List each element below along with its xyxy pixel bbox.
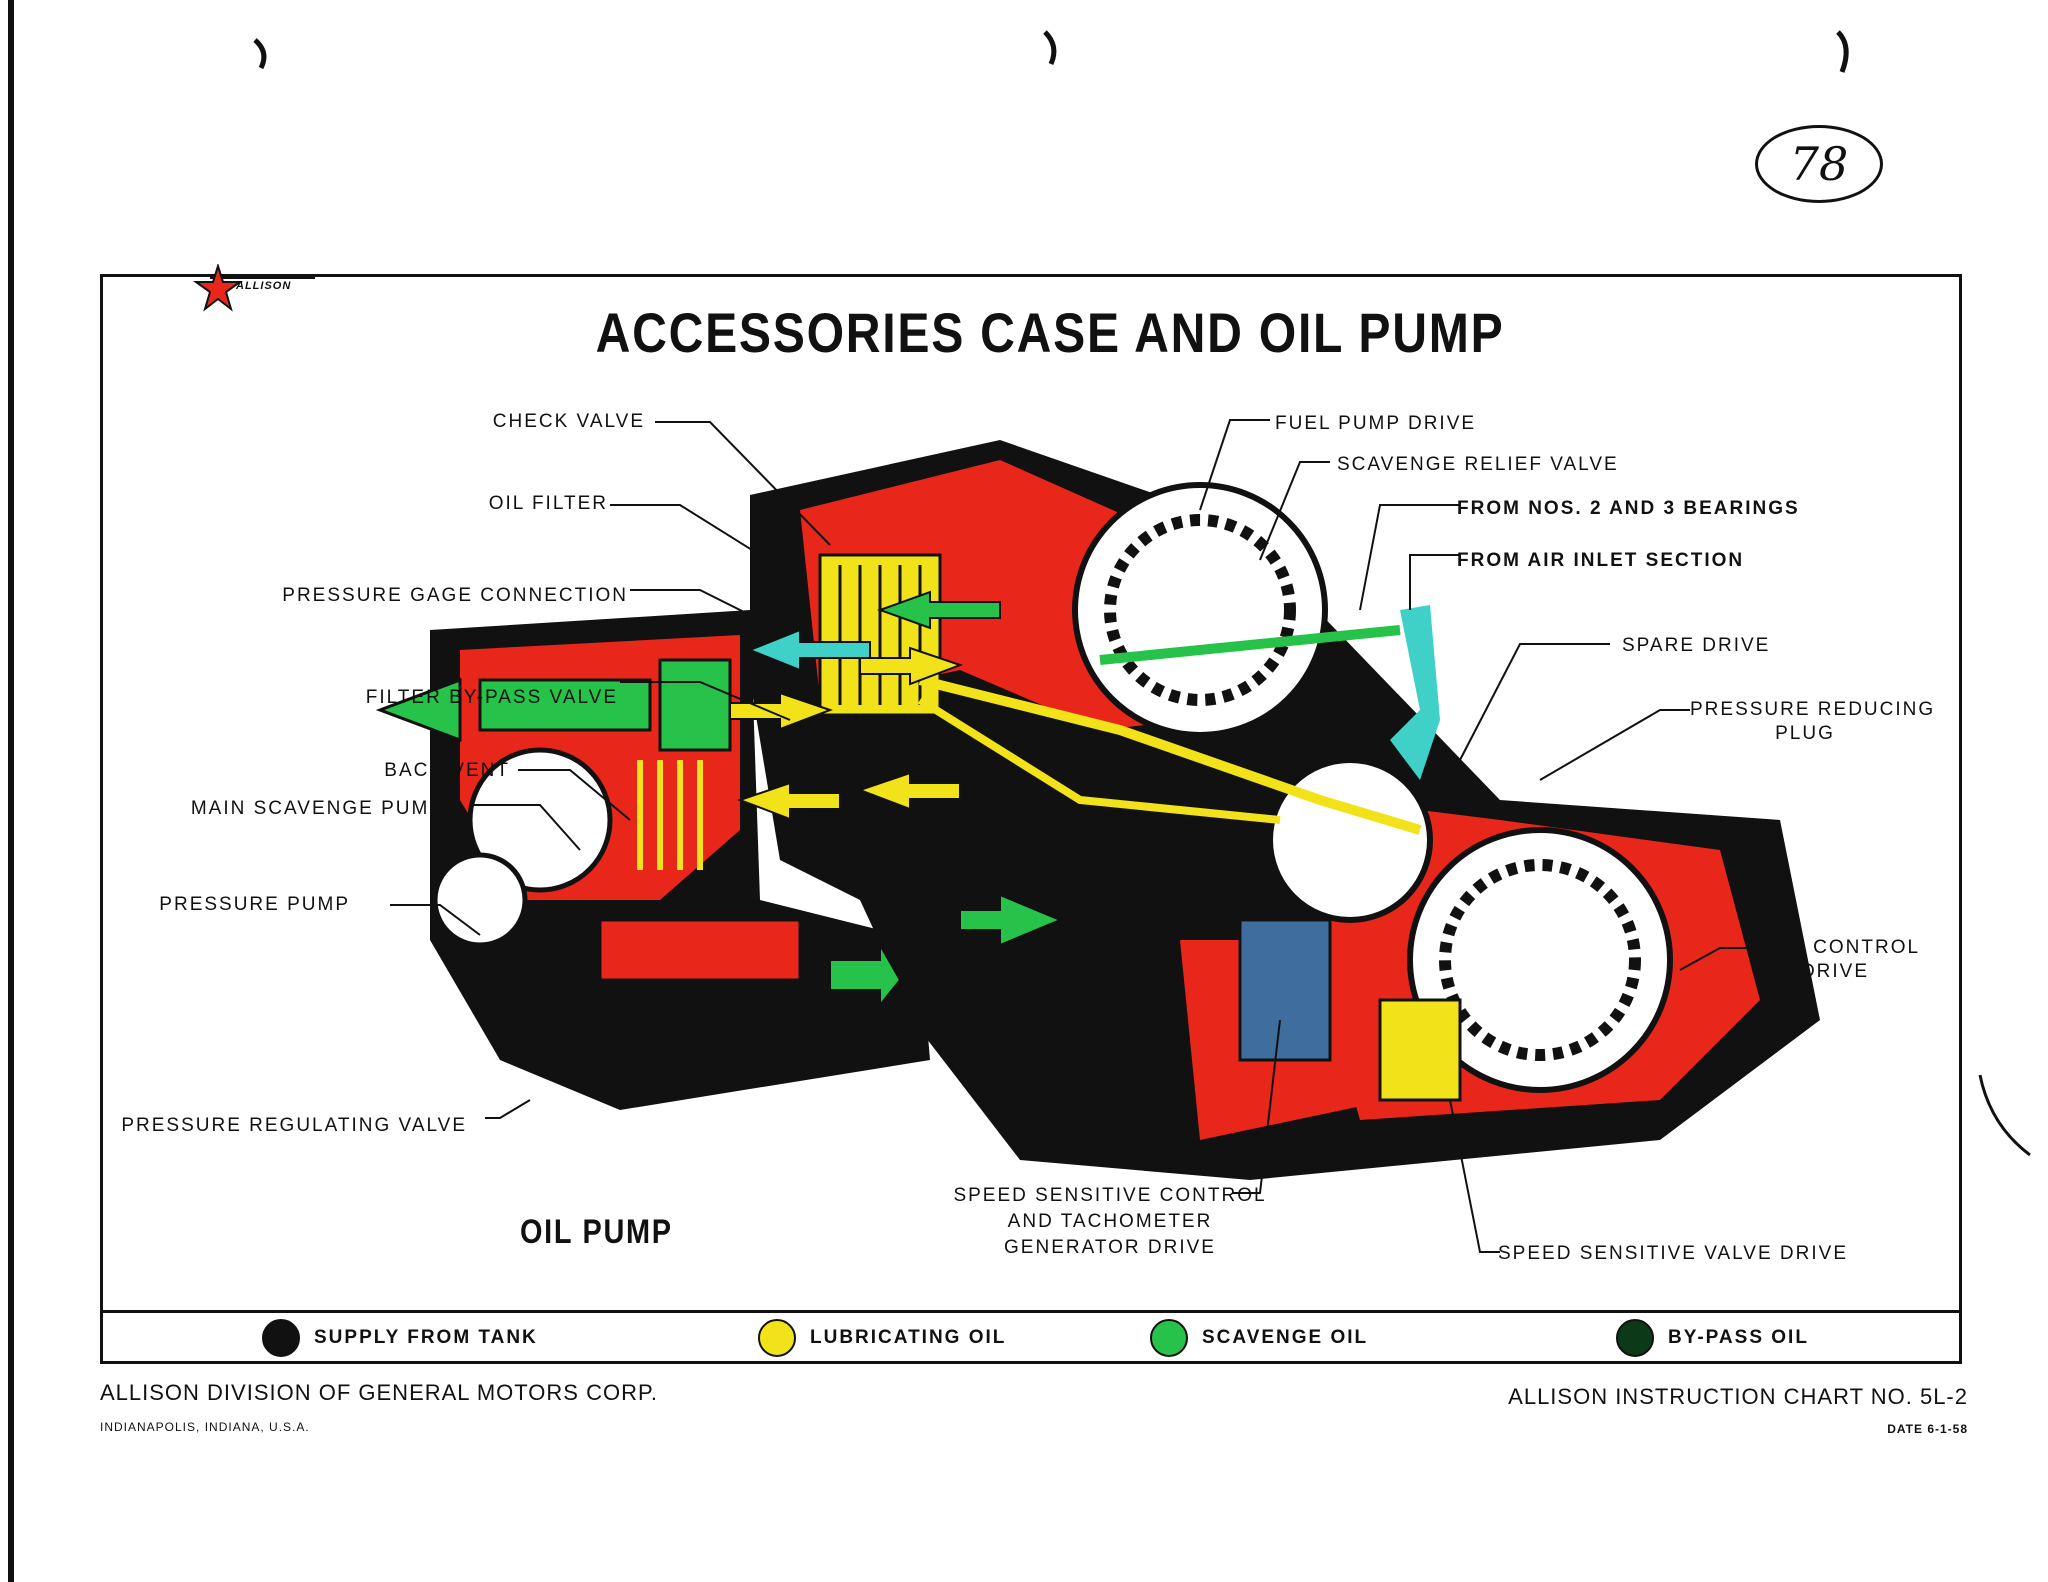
label-from-bearings: FROM NOS. 2 AND 3 BEARINGS	[1457, 498, 1800, 519]
leader-lines	[390, 419, 1750, 1253]
label-and-tachometer: AND TACHOMETER	[1007, 1211, 1213, 1232]
legend-item-bypass: BY-PASS OIL	[1616, 1318, 1809, 1358]
arrow-cyan	[747, 628, 871, 672]
engine-illustration	[375, 419, 1820, 1253]
binder-mark-2	[1043, 30, 1057, 66]
label-drive: DRIVE	[1800, 961, 1870, 982]
label-pressure-regulating-valve: PRESSURE REGULATING VALVE	[121, 1115, 467, 1136]
arrow-scavenge-1	[877, 590, 1001, 630]
binder-mark-3	[1836, 30, 1849, 73]
page-number: 78	[1755, 125, 1883, 203]
page-edge	[8, 0, 14, 1582]
label-pressure-reducing: PRESSURE REDUCING	[1690, 699, 1936, 720]
legend-swatch-lubricating	[758, 1319, 796, 1357]
label-pressure-gage-connection: PRESSURE GAGE CONNECTION	[282, 585, 628, 606]
footer-chart-no: ALLISON INSTRUCTION CHART NO. 5L-2	[1508, 1384, 1968, 1409]
label-main-scavenge-pump: MAIN SCAVENGE PUMP	[190, 798, 444, 819]
label-fuel-pump-drive: FUEL PUMP DRIVE	[1275, 413, 1477, 434]
label-back-vent: BACK VENT	[384, 760, 510, 781]
arrow-lube-4	[857, 771, 961, 811]
oil-pump-title: OIL PUMP	[520, 1213, 673, 1251]
footer-company: ALLISON DIVISION OF GENERAL MOTORS CORP.	[100, 1380, 658, 1405]
arrow-lube-1	[859, 646, 963, 686]
logo-text: ALLISON	[236, 280, 292, 292]
label-filter-by-pass-valve: FILTER BY-PASS VALVE	[365, 687, 618, 708]
accessories-case	[750, 440, 1820, 1180]
edge-mark	[1978, 1074, 2031, 1157]
allison-star-logo-icon	[192, 262, 315, 312]
arrow-lube-2	[729, 691, 833, 731]
label-pressure-pump: PRESSURE PUMP	[159, 894, 350, 915]
binder-mark-1	[253, 38, 267, 70]
label-speed-sensitive-control: SPEED SENSITIVE CONTROL	[953, 1185, 1267, 1206]
legend-item-scavenge: SCAVENGE OIL	[1150, 1318, 1368, 1358]
chart-title: ACCESSORIES CASE AND OIL PUMP	[595, 301, 1505, 364]
legend-swatch-bypass	[1616, 1319, 1654, 1357]
label-check-valve: CHECK VALVE	[492, 411, 645, 432]
oil-pump-body	[375, 610, 930, 1110]
label-from-air-inlet: FROM AIR INLET SECTION	[1457, 550, 1745, 571]
label-spare-drive: SPARE DRIVE	[1622, 635, 1771, 656]
label-fuel-control: FUEL CONTROL	[1750, 937, 1921, 958]
arrow-scavenge-2	[829, 941, 902, 1008]
label-plug: PLUG	[1775, 723, 1835, 744]
binder-marks	[253, 30, 1849, 73]
arrow-scavenge-3	[959, 893, 1063, 947]
legend-swatch-supply	[262, 1319, 300, 1357]
label-generator-drive: GENERATOR DRIVE	[1004, 1237, 1216, 1258]
legend-label-bypass: BY-PASS OIL	[1668, 1327, 1809, 1348]
footer-date: DATE 6-1-58	[1887, 1422, 1968, 1436]
label-oil-filter: OIL FILTER	[488, 493, 608, 514]
legend-item-lubricating: LUBRICATING OIL	[758, 1318, 1006, 1358]
legend-item-supply: SUPPLY FROM TANK	[262, 1318, 538, 1358]
legend-label-scavenge: SCAVENGE OIL	[1202, 1327, 1369, 1348]
legend-divider	[100, 1310, 1962, 1313]
chart-frame	[100, 274, 1962, 1364]
legend-label-supply: SUPPLY FROM TANK	[314, 1327, 538, 1348]
arrow-lube-3	[737, 781, 841, 821]
legend-label-lubricating: LUBRICATING OIL	[810, 1327, 1007, 1348]
legend-swatch-scavenge	[1150, 1319, 1188, 1357]
allison-logo: ALLISON	[190, 262, 320, 314]
footer-location: INDIANAPOLIS, INDIANA, U.S.A.	[100, 1420, 310, 1434]
flow-arrows	[729, 590, 1063, 1008]
label-speed-sensitive-valve-drive: SPEED SENSITIVE VALVE DRIVE	[1498, 1243, 1849, 1264]
label-scavenge-relief-valve: SCAVENGE RELIEF VALVE	[1337, 454, 1619, 475]
